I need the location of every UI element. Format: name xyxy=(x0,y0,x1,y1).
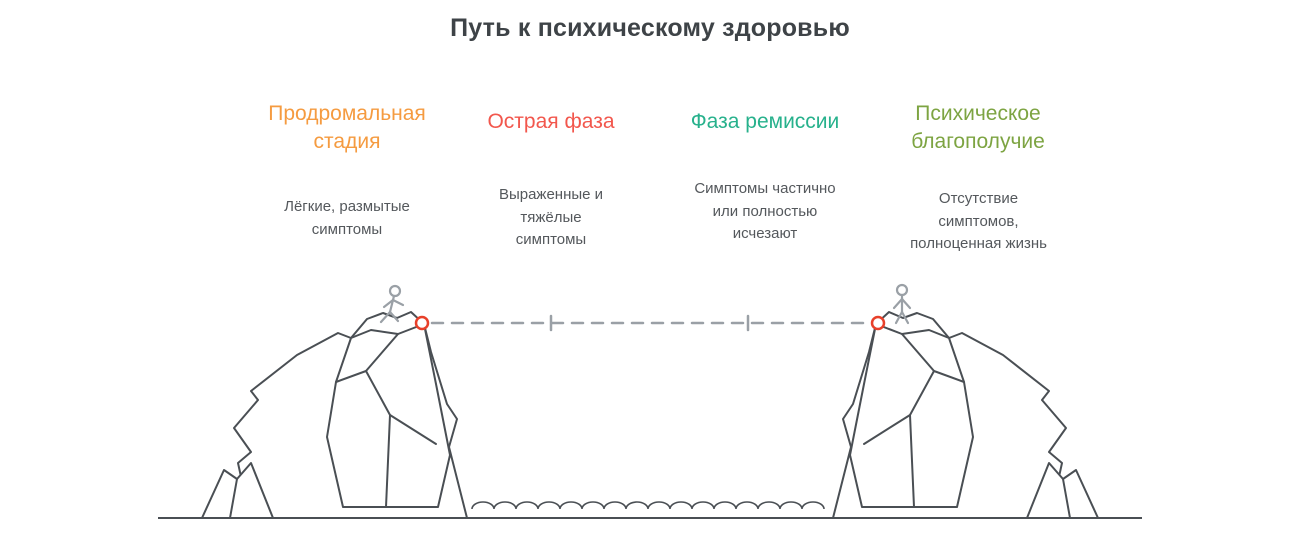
left-cliff-icon xyxy=(201,311,468,519)
stage-label-prodromal: Продромальная стадия xyxy=(268,102,426,153)
page-title: Путь к психическому здоровью xyxy=(450,14,850,42)
stage-description-wellbeing: Отсутствие симптомов, полноценная жизнь xyxy=(910,190,1047,252)
stage-description-prodromal: Лёгкие, размытые симптомы xyxy=(284,198,410,238)
stage-label-remission: Фаза ремиссии xyxy=(690,110,840,133)
stick-figure-left-icon xyxy=(379,284,405,324)
right-anchor-point-icon xyxy=(870,315,886,331)
right-cliff-icon xyxy=(832,311,1099,519)
tightrope-dashed-line xyxy=(430,314,870,332)
stick-figure-right-icon xyxy=(892,283,912,325)
stage-label-acute: Острая фаза xyxy=(487,110,615,133)
left-anchor-point-icon xyxy=(414,315,430,331)
stage-description-remission: Симптомы частично или полностью исчезают xyxy=(694,180,836,242)
stage-label-wellbeing: Психическое благополучие xyxy=(911,102,1045,153)
water-waves-icon xyxy=(471,501,825,510)
stage-description-acute: Выраженные и тяжёлые симптомы xyxy=(498,186,604,248)
